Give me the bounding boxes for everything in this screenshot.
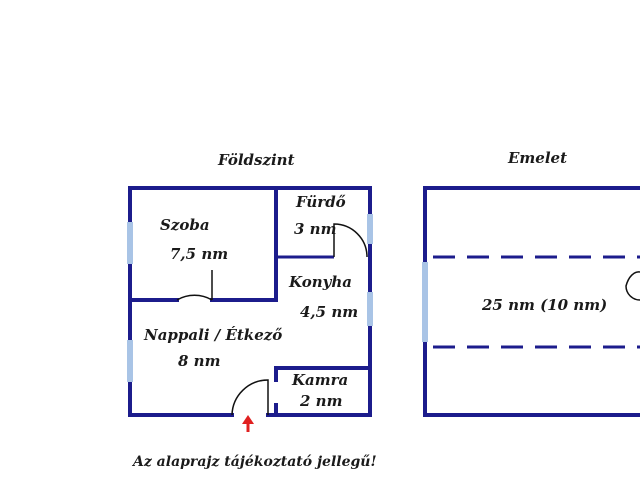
window-nappali xyxy=(127,340,133,382)
disclaimer-note: Az alaprajz tájékoztató jellegű! xyxy=(131,454,377,470)
ground-floor: Földszint Szoba 7,5 nm Fürd xyxy=(127,151,373,432)
room-szoba-area: 7,5 nm xyxy=(170,245,228,263)
room-nappali-area: 8 nm xyxy=(178,352,220,370)
upper-stair-opening xyxy=(625,271,640,301)
room-szoba-name: Szoba xyxy=(160,216,210,234)
door-furdo xyxy=(333,223,368,258)
door-szoba xyxy=(176,294,213,301)
window-szoba xyxy=(127,222,133,264)
entrance-arrow-icon xyxy=(242,415,254,432)
room-konyha-name: Konyha xyxy=(288,273,352,291)
ground-floor-heading: Földszint xyxy=(217,151,295,169)
door-entrance xyxy=(231,379,269,416)
upper-floor: Emelet 25 nm (10 nm) xyxy=(422,149,640,417)
room-kamra-name: Kamra xyxy=(291,371,348,389)
room-nappali-name: Nappali / Étkező xyxy=(143,326,282,344)
room-furdo-area: 3 nm xyxy=(294,220,336,238)
room-kamra-area: 2 nm xyxy=(299,392,342,410)
upper-floor-heading: Emelet xyxy=(507,149,567,167)
window-konyha xyxy=(367,292,373,326)
upper-floor-area: 25 nm (10 nm) xyxy=(481,296,607,314)
room-konyha-area: 4,5 nm xyxy=(300,303,358,321)
room-furdo-name: Fürdő xyxy=(295,193,346,211)
upper-window xyxy=(422,262,428,342)
window-furdo xyxy=(367,214,373,244)
